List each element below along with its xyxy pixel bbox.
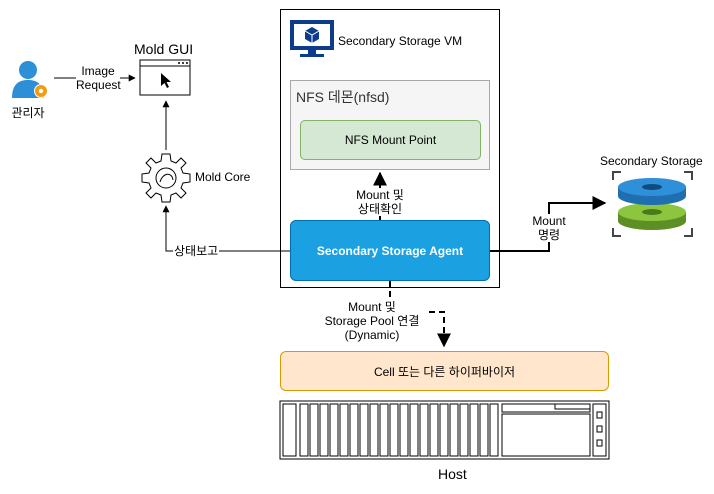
mold-core-label: Mold Core — [195, 170, 251, 184]
nfs-mount-point-box: NFS Mount Point — [300, 120, 481, 160]
pool-connect-line2: Storage Pool 연결 — [324, 314, 420, 328]
mount-check-line2: 상태확인 — [357, 202, 403, 216]
pool-connect-arrow — [389, 281, 451, 348]
user-gear-icon — [12, 61, 48, 98]
gear-icon — [141, 153, 191, 203]
pool-connect-label: Mount 및 Storage Pool 연결 (Dynamic) — [318, 300, 426, 342]
vm-title: Secondary Storage VM — [338, 34, 463, 48]
pool-connect-line3: (Dynamic) — [344, 328, 400, 342]
pool-connect-line1: Mount 및 — [348, 300, 396, 314]
secondary-storage-agent-box: Secondary Storage Agent — [290, 220, 490, 281]
vm-monitor-icon — [290, 20, 334, 57]
secondary-storage-label: Secondary Storage — [600, 154, 703, 168]
nfs-mount-point-label: NFS Mount Point — [344, 133, 437, 147]
host-label: Host — [438, 466, 467, 482]
status-report-arrow — [162, 205, 290, 252]
storage-disks-icon — [612, 171, 693, 237]
mount-command-line1: Mount — [532, 214, 566, 228]
browser-window-icon — [139, 59, 191, 96]
admin-label-text: 관리자 — [11, 106, 45, 120]
mount-check-line1: Mount 및 — [356, 188, 404, 202]
mount-command-line2: 명령 — [537, 228, 561, 242]
cell-hypervisor-box: Cell 또는 다른 하이퍼바이저 — [280, 351, 609, 391]
status-report-label: 상태보고 — [173, 244, 220, 258]
mount-command-label: Mount 명령 — [528, 214, 570, 242]
secondary-storage-agent-label: Secondary Storage Agent — [316, 243, 464, 258]
mount-check-label: Mount 및 상태확인 — [356, 188, 404, 216]
admin-label: 관리자 — [0, 106, 56, 120]
image-request-line2: Request — [76, 78, 121, 92]
image-request-label: Image Request — [76, 64, 121, 92]
nfsd-label: NFS 데몬(nfsd) — [296, 89, 390, 105]
cell-hypervisor-label: Cell 또는 다른 하이퍼바이저 — [373, 364, 516, 379]
mold-gui-label: Mold GUI — [134, 41, 194, 57]
server-rack-icon — [279, 400, 610, 460]
image-request-line1: Image — [81, 64, 115, 78]
